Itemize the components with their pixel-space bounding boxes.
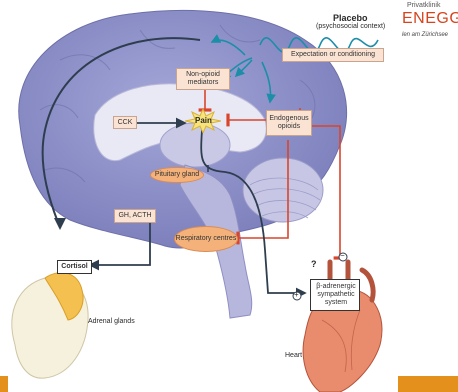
non-opioid-box: Non-opioid mediators bbox=[176, 68, 230, 90]
cortisol-box: Cortisol bbox=[57, 260, 92, 274]
pituitary-oval: Pituitary gland bbox=[150, 167, 204, 183]
expectation-box: Expectation or conditioning bbox=[282, 48, 384, 62]
cck-box: CCK bbox=[113, 116, 137, 129]
clinic-logo-name: ENEGG bbox=[402, 10, 458, 28]
orange-bar-right bbox=[398, 376, 458, 392]
plus-sign: + bbox=[294, 290, 299, 299]
minus-sign: − bbox=[340, 251, 345, 260]
cerebellum-shape bbox=[243, 158, 323, 222]
heart-label: Heart bbox=[285, 352, 302, 359]
pain-label: Pain bbox=[195, 116, 212, 125]
placebo-title: Placebo bbox=[333, 13, 368, 23]
placebo-subtitle: (psychosocial context) bbox=[316, 23, 385, 30]
clinic-logo-tagline: len am Zürichsee bbox=[402, 32, 448, 38]
respiratory-oval: Respiratory centres bbox=[174, 226, 238, 252]
gh-acth-box: GH, ACTH bbox=[114, 209, 156, 223]
orange-bar-left bbox=[0, 376, 8, 392]
question-mark: ? bbox=[311, 259, 317, 269]
beta-system-box: β-adrenergic sympathetic system bbox=[310, 279, 360, 311]
endogenous-opioids-box: Endogenous opioids bbox=[266, 110, 312, 136]
adrenal-label: Adrenal glands bbox=[88, 318, 135, 325]
clinic-logo-small: Privatklinik bbox=[407, 2, 440, 9]
